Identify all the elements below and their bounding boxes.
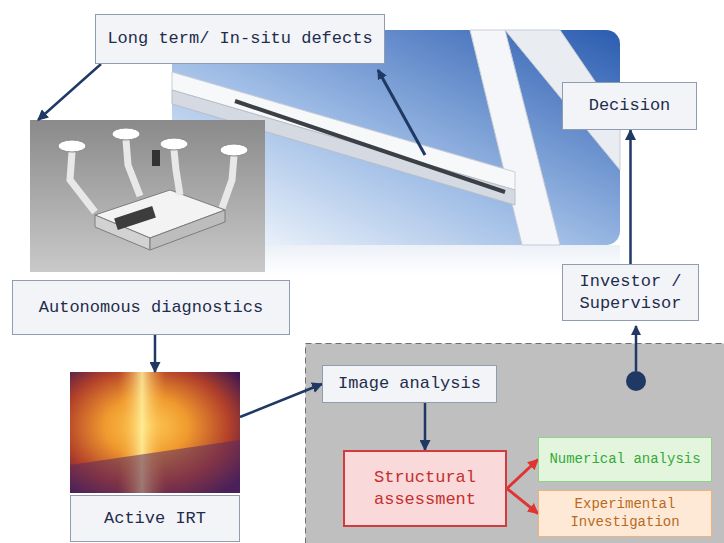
flow-arrow xyxy=(629,130,632,264)
process-box: Image analysis xyxy=(322,365,497,403)
flow-arrow xyxy=(38,64,101,120)
assessment-box: Structural assessment xyxy=(343,450,507,527)
flow-arrow xyxy=(154,335,157,372)
suction-cup xyxy=(112,128,140,140)
flow-arrow xyxy=(424,403,427,450)
node-label: Long term/ In-situ defects xyxy=(107,28,372,49)
picture-node: Active IRT xyxy=(70,372,240,542)
flow-arrow xyxy=(240,384,322,417)
node-label: Active IRT xyxy=(104,508,206,529)
robot-arm xyxy=(70,152,95,212)
defect-pointer xyxy=(378,70,425,155)
suction-cup xyxy=(160,138,188,150)
picture-node: Autonomous diagnostics xyxy=(12,120,290,335)
node-label: Investor / Supervisor xyxy=(573,271,688,314)
process-box: Long term/ In-situ defects xyxy=(95,14,385,64)
method-box: Experimental Investigation xyxy=(538,490,712,537)
node-label: Image analysis xyxy=(338,373,481,394)
robot-background xyxy=(30,120,265,272)
ir-image xyxy=(70,372,240,493)
node-label: Autonomous diagnostics xyxy=(39,297,263,318)
robot-arm xyxy=(174,150,180,195)
node-label: Structural assessment xyxy=(355,467,495,510)
dashed-region xyxy=(306,344,724,543)
robot-arm xyxy=(222,156,234,208)
caption-box: Autonomous diagnostics xyxy=(12,280,290,335)
robot-sensor xyxy=(114,206,156,230)
ir-cold-area xyxy=(70,440,240,493)
thermogram xyxy=(70,372,240,493)
suction-cup xyxy=(220,144,248,156)
node-label: Numerical analysis xyxy=(549,451,700,469)
flow-arrow xyxy=(507,489,538,514)
process-box: Decision xyxy=(562,82,697,130)
node-label: Decision xyxy=(589,95,671,116)
region-dot xyxy=(626,371,646,391)
process-box: Investor / Supervisor xyxy=(562,264,699,321)
assessment-region xyxy=(306,326,724,543)
region-link xyxy=(635,326,638,371)
method-box: Numerical analysis xyxy=(538,437,712,482)
robot-arm xyxy=(126,140,140,196)
node-label: Experimental Investigation xyxy=(549,496,701,531)
robot-camera xyxy=(152,150,160,166)
robot-body-side xyxy=(150,210,225,250)
robot-picture xyxy=(30,120,265,272)
suction-cup xyxy=(58,140,86,152)
beam-slot xyxy=(235,101,505,192)
flow-arrow xyxy=(507,460,538,489)
caption-box: Active IRT xyxy=(70,495,240,542)
